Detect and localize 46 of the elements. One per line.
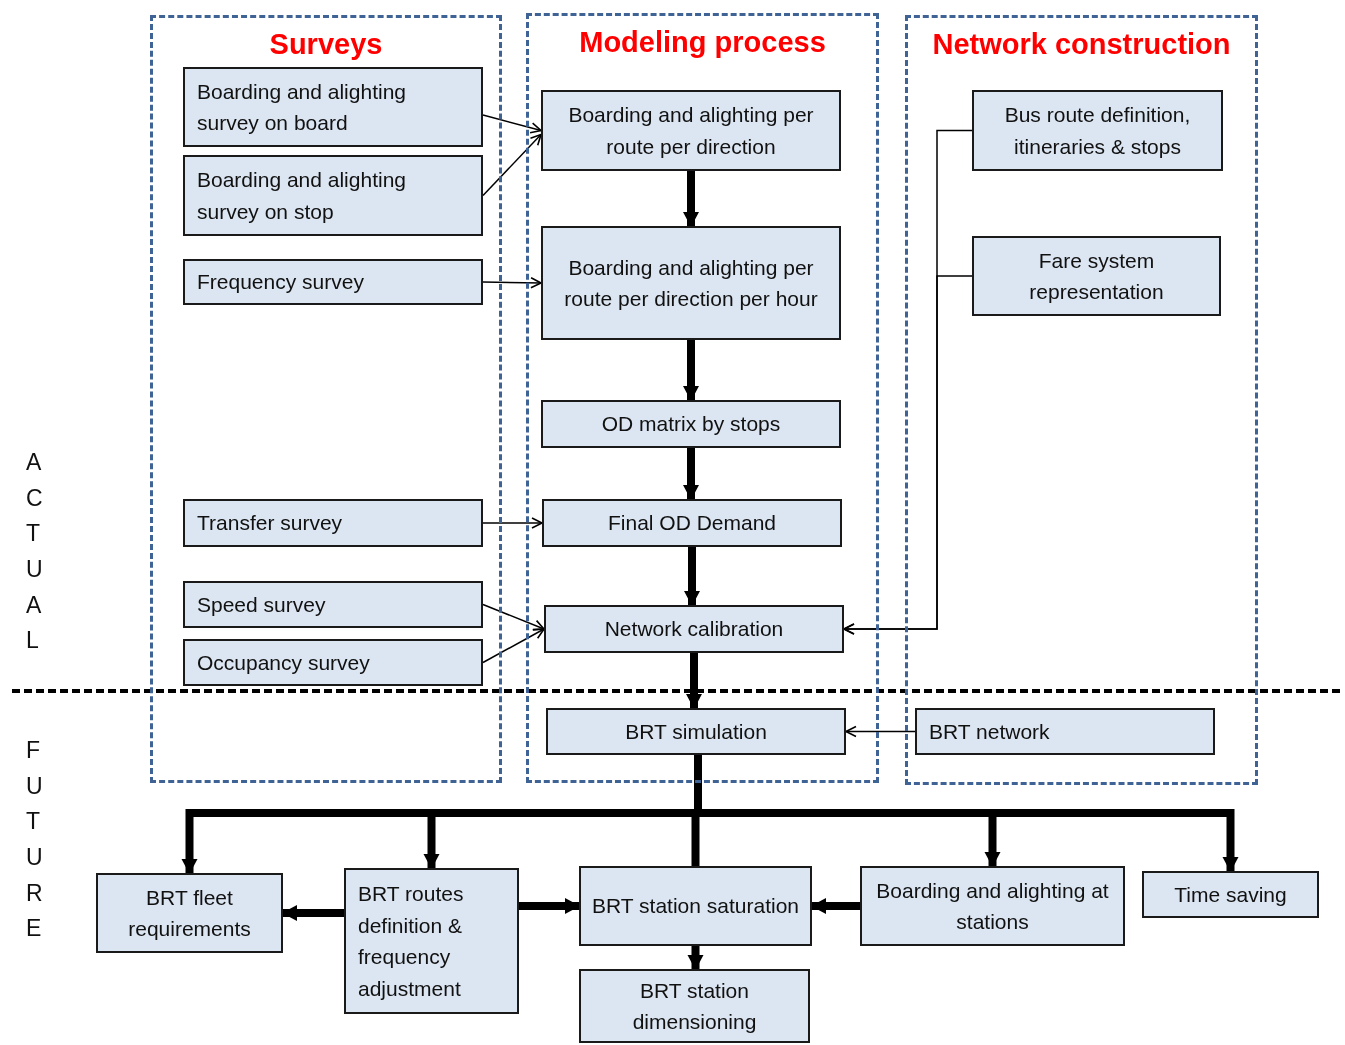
section-label: ACTUAL: [26, 448, 44, 656]
arrow: [843, 275, 973, 635]
group-title: Network construction: [932, 28, 1231, 61]
thick-arrow: [282, 905, 344, 921]
process-box: Time saving: [1142, 871, 1319, 918]
thick-arrow: [684, 547, 700, 606]
process-box: Boarding and alighting per route per direction: [541, 90, 841, 171]
process-box: BRT fleet requirements: [96, 873, 283, 953]
process-box: Boarding and alighting at stations: [860, 866, 1125, 946]
process-box: BRT station saturation: [579, 866, 812, 946]
thick-arrow: [683, 171, 699, 227]
process-box: Boarding and alighting per route per direction per hour: [541, 226, 841, 340]
arrow: [482, 517, 543, 529]
process-box: Boarding and alighting survey on board: [183, 67, 483, 147]
process-box: Final OD Demand: [542, 499, 842, 547]
process-box: BRT station dimensioning: [579, 969, 810, 1043]
group-box: [150, 15, 502, 783]
section-label: FUTURE: [26, 736, 44, 944]
process-box: Bus route definition, itineraries & stops: [972, 90, 1223, 171]
process-box: Fare system representation: [972, 236, 1221, 316]
group-title: Surveys: [269, 28, 383, 61]
arrow: [845, 725, 916, 738]
process-box: BRT simulation: [546, 708, 846, 755]
process-box: Speed survey: [183, 581, 483, 628]
process-box: BRT routes definition & frequency adjustment: [344, 868, 519, 1014]
process-box: Boarding and alighting survey on stop: [183, 155, 483, 236]
process-box: Occupancy survey: [183, 639, 483, 686]
thick-arrow: [686, 653, 702, 709]
thick-arrow: [683, 340, 699, 401]
process-box: OD matrix by stops: [541, 400, 841, 448]
thick-arrow: [683, 448, 699, 500]
process-box: Transfer survey: [183, 499, 483, 547]
arrow: [482, 603, 545, 631]
process-box: BRT network: [915, 708, 1215, 755]
thick-arrow: [811, 898, 860, 914]
group-box: [905, 15, 1258, 785]
group-box: [526, 13, 879, 783]
arrow: [482, 114, 542, 134]
group-title: Modeling process: [579, 26, 826, 59]
thick-arrow: [519, 898, 580, 914]
arrow: [482, 133, 542, 197]
process-box: Network calibration: [544, 605, 844, 653]
process-box: Frequency survey: [183, 259, 483, 305]
thick-arrow: [687, 946, 704, 970]
arrow: [482, 628, 545, 664]
arrow: [482, 277, 542, 289]
